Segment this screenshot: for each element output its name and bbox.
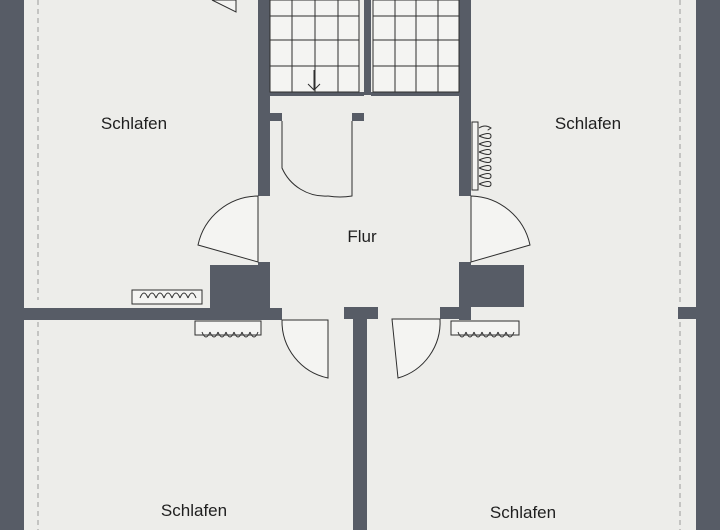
room-label-bedroom-top-right: Schlafen [554, 114, 622, 133]
radiator-icon [194, 320, 262, 338]
wall-stair-divider [364, 0, 371, 95]
stair-arrow-icon [307, 70, 321, 91]
door-swing-icon [470, 195, 531, 263]
doors [197, 0, 531, 379]
wall-corner-left-pillar [258, 262, 270, 320]
slope-lines [37, 0, 681, 530]
wall-center-vertical [353, 319, 367, 530]
room-label-hallway: Flur [347, 227, 377, 246]
wall-left-outer [0, 0, 24, 530]
door-swing-icon [391, 318, 441, 379]
wall-right-outer [696, 0, 720, 530]
wall-mid-right-horizontal [678, 307, 696, 319]
radiators [131, 121, 520, 338]
wall-center-stub [344, 307, 378, 319]
wall-stair-right [459, 0, 471, 196]
room-label-bedroom-bottom-left: Schlafen [160, 501, 228, 520]
wall-stair-bottom-left [270, 92, 364, 96]
wall-corner-right-pillar [459, 262, 471, 320]
door-swing-icon [327, 121, 353, 198]
wall-stair-left [258, 0, 270, 196]
staircase [269, 0, 460, 93]
radiator-icon [131, 289, 203, 305]
door-swing-icon [197, 195, 259, 263]
wall-stair-stub-right [352, 113, 364, 121]
wall-stair-stub-right2 [459, 113, 471, 121]
wall-stair-bottom-right [371, 92, 459, 96]
door-swing-icon [281, 121, 329, 197]
room-label-bedroom-top-left: Schlafen [100, 114, 168, 133]
door-swing-icon [211, 0, 237, 13]
radiator-icon [450, 320, 520, 338]
wall-mid-left-horizontal [24, 308, 264, 320]
room-label-bedroom-bottom-right: Schlafen [489, 503, 557, 522]
wall-lower-left-door-jamb [264, 308, 282, 320]
wall-lower-right-door-jamb [440, 307, 459, 319]
radiator-icon [471, 121, 492, 191]
door-swing-icon [281, 319, 329, 379]
wall-stair-stub-left [258, 113, 282, 121]
